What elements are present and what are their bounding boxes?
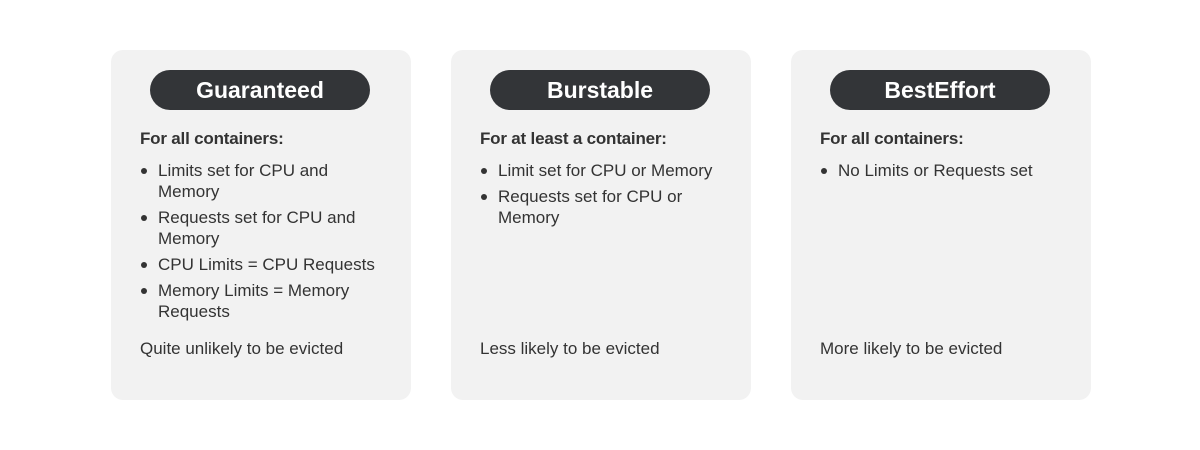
eviction-note: Less likely to be evicted: [480, 339, 660, 358]
bullet-item: Limits set for CPU and Memory: [140, 160, 385, 202]
bullet-item: Memory Limits = Memory Requests: [140, 280, 385, 322]
card-title-pill: Guaranteed: [150, 70, 370, 110]
card-title-pill: Burstable: [490, 70, 710, 110]
eviction-note: Quite unlikely to be evicted: [140, 339, 344, 358]
card-guaranteed: Guaranteed For all containers: Limits se…: [111, 50, 411, 400]
bullet-list: Limit set for CPU or Memory Requests set…: [480, 160, 725, 233]
bullet-item: Requests set for CPU and Memory: [140, 207, 385, 249]
card-subtitle: For all containers:: [820, 129, 964, 148]
card-title-pill: BestEffort: [830, 70, 1050, 110]
bullet-item: CPU Limits = CPU Requests: [140, 254, 385, 275]
card-subtitle: For all containers:: [140, 129, 284, 148]
bullet-item: No Limits or Requests set: [820, 160, 1065, 181]
bullet-list: No Limits or Requests set: [820, 160, 1065, 186]
eviction-note: More likely to be evicted: [820, 339, 1003, 358]
bullet-list: Limits set for CPU and Memory Requests s…: [140, 160, 385, 327]
card-besteffort: BestEffort For all containers: No Limits…: [791, 50, 1091, 400]
bullet-item: Requests set for CPU or Memory: [480, 186, 725, 228]
card-subtitle: For at least a container:: [480, 129, 667, 148]
bullet-item: Limit set for CPU or Memory: [480, 160, 725, 181]
card-burstable: Burstable For at least a container: Limi…: [451, 50, 751, 400]
